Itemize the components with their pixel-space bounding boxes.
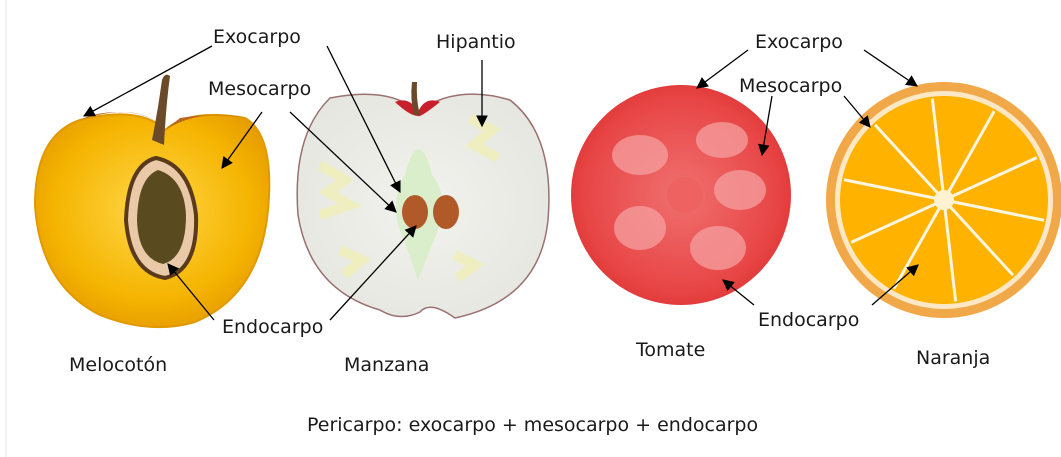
tomato-locule-2 — [696, 122, 748, 158]
fruit-name-manzana: Manzana — [344, 354, 429, 376]
orange-center — [934, 190, 954, 210]
caption: Pericarpo: exocarpo + mesocarpo + endoca… — [307, 414, 758, 436]
label-mesocarpo-right: Mesocarpo — [739, 75, 842, 97]
tomato-locule-3 — [714, 170, 766, 210]
label-endocarpo-right: Endocarpo — [758, 309, 859, 331]
tomato-center — [667, 177, 703, 213]
tomato-locule-5 — [614, 206, 666, 250]
apple-seed-left — [402, 195, 428, 229]
arrow-exocarpo-orange — [864, 50, 917, 86]
tomato-locule-4 — [690, 226, 746, 270]
label-exocarpo-right: Exocarpo — [755, 31, 843, 53]
label-exocarpo-left: Exocarpo — [213, 26, 301, 48]
fruit-name-tomate: Tomate — [635, 339, 705, 361]
tomato-illustration — [571, 85, 791, 305]
peach-illustration — [35, 75, 269, 327]
fruit-name-naranja: Naranja — [916, 347, 990, 369]
label-hipantio: Hipantio — [436, 31, 516, 53]
apple-illustration — [297, 82, 549, 318]
label-mesocarpo-left: Mesocarpo — [208, 78, 311, 100]
apple-seed-right — [433, 195, 459, 229]
arrow-exocarpo-peach — [84, 46, 212, 116]
fruit-name-melocoton: Melocotón — [69, 354, 167, 376]
tomato-locule-1 — [612, 135, 668, 175]
label-endocarpo-left: Endocarpo — [222, 316, 323, 338]
